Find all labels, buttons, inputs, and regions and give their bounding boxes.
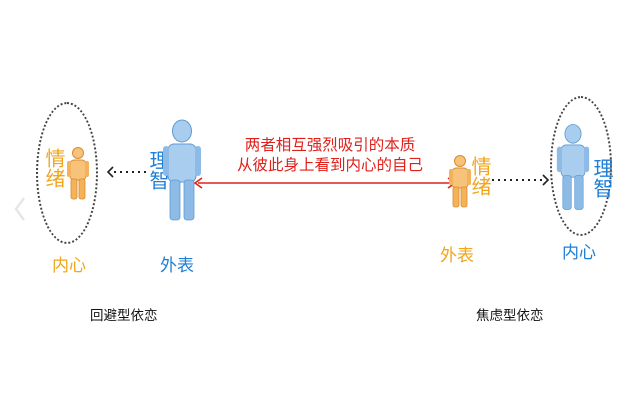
right-inner-self-oval	[550, 96, 612, 236]
right-small-figure	[449, 155, 471, 208]
chevron-left-icon[interactable]	[14, 196, 26, 222]
left-large-figure	[163, 119, 201, 221]
left-heart-label: 内心	[52, 256, 86, 276]
left-outer-label: 外表	[160, 256, 194, 276]
center-line-1: 两者相互强烈吸引的本质	[244, 136, 416, 154]
right-heart-label: 内心	[562, 243, 596, 263]
left-inner-self-oval	[36, 102, 98, 244]
right-emotion-label: 情绪	[468, 156, 492, 196]
center-line-2: 从彼此身上看到内心的自己	[236, 156, 423, 174]
right-outer-label: 外表	[440, 246, 474, 266]
right-dotted-arrow	[492, 174, 550, 186]
mutual-attraction-arrow	[193, 177, 457, 189]
right-caption: 焦虑型依恋	[476, 308, 544, 324]
right-rational-label: 理智	[590, 158, 614, 198]
left-dotted-arrow	[106, 166, 148, 178]
right-large-figure	[556, 124, 590, 210]
left-emotion-label: 情绪	[42, 148, 66, 188]
left-small-figure	[67, 147, 89, 200]
left-caption: 回避型依恋	[90, 308, 158, 324]
